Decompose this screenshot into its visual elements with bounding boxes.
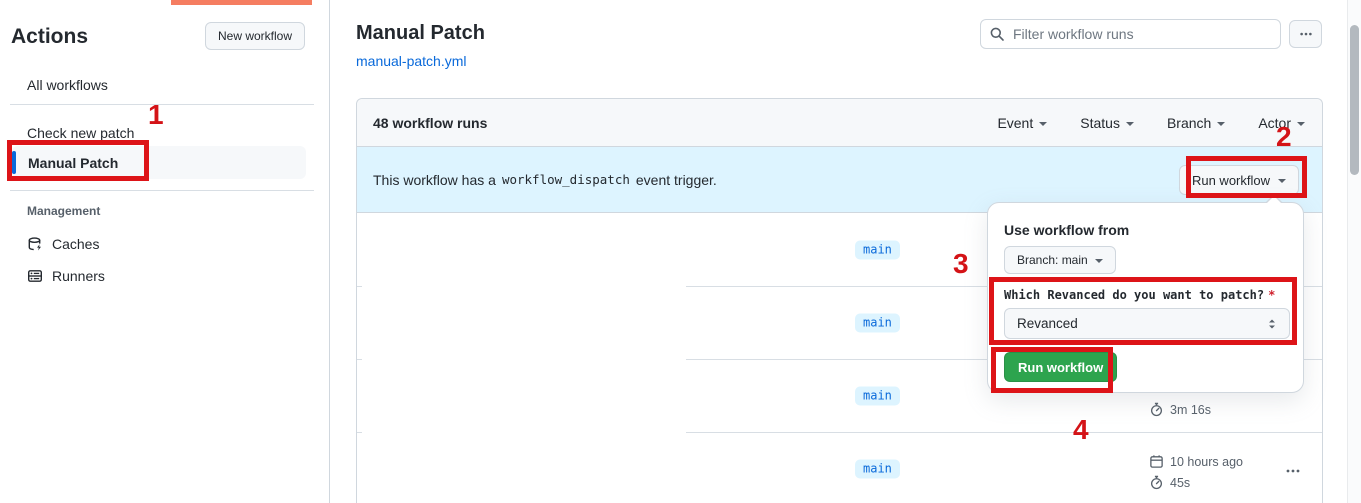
scrollbar-thumb[interactable] — [1350, 25, 1359, 175]
chevron-down-icon — [1217, 121, 1226, 126]
sidebar-item-manual-patch[interactable]: Manual Patch — [12, 146, 306, 179]
required-asterisk: * — [1268, 288, 1276, 302]
runs-list-header: 48 workflow runs Event Status Branch Act… — [357, 99, 1322, 147]
run-date: 10 hours ago — [1149, 454, 1243, 469]
workflow-file-link[interactable]: manual-patch.yml — [356, 53, 467, 69]
stopwatch-icon — [1150, 402, 1163, 417]
scrollbar-track[interactable] — [1347, 0, 1361, 503]
new-workflow-button[interactable]: New workflow — [205, 22, 306, 50]
calendar-icon — [1150, 455, 1163, 468]
chevron-down-icon — [1297, 121, 1305, 126]
annotation-top-bar — [171, 0, 312, 5]
sidebar-item-label: Manual Patch — [28, 154, 119, 171]
popover-header: Use workflow from — [1004, 222, 1130, 238]
branch-badge[interactable]: main — [855, 459, 900, 478]
sidebar-item-label: Runners — [52, 268, 105, 284]
redacted-run-titles-area — [362, 214, 686, 503]
banner-text: event trigger. — [635, 171, 717, 188]
branch-filter-button[interactable]: Branch — [1167, 115, 1226, 131]
active-item-indicator — [12, 151, 16, 174]
sidebar-item-caches[interactable]: Caches — [27, 236, 99, 252]
run-meta: 10 hours ago 45s — [1149, 454, 1243, 490]
kebab-horizontal-icon — [1286, 469, 1300, 473]
run-options-button[interactable] — [1283, 461, 1303, 484]
annotation-number-1: 1 — [148, 99, 164, 130]
annotation-number-2: 2 — [1276, 121, 1292, 152]
search-icon — [990, 27, 1004, 41]
filter-workflow-runs — [980, 19, 1281, 49]
chevron-down-icon — [1039, 121, 1048, 126]
branch-select-button[interactable]: Branch: main — [1004, 246, 1116, 274]
workflow-dispatch-banner: This workflow has a workflow_dispatch ev… — [357, 147, 1322, 213]
server-icon — [28, 270, 43, 282]
branch-badge[interactable]: main — [855, 240, 900, 259]
sidebar-divider-top — [10, 104, 314, 105]
sidebar-item-check-new-patch[interactable]: Check new patch — [27, 125, 135, 141]
sidebar-item-label: Caches — [52, 236, 100, 252]
sidebar-item-runners[interactable]: Runners — [27, 268, 105, 284]
filter-workflow-runs-input[interactable] — [980, 19, 1281, 49]
run-workflow-submit-button[interactable]: Run workflow — [1004, 352, 1118, 382]
branch-badge[interactable]: main — [855, 313, 900, 333]
chevron-down-icon — [1125, 121, 1134, 126]
sidebar-title: Actions — [11, 25, 89, 48]
event-filter-button[interactable]: Event — [997, 115, 1048, 131]
workflow-options-button[interactable] — [1289, 20, 1322, 48]
stopwatch-icon — [1150, 475, 1163, 490]
runs-filters: Event Status Branch Actor — [997, 115, 1305, 131]
management-section-label: Management — [27, 204, 101, 218]
sidebar-divider-bottom — [10, 190, 314, 191]
run-duration: 3m 16s — [1149, 402, 1211, 417]
banner-code: workflow_dispatch — [501, 172, 630, 187]
branch-badge[interactable]: main — [855, 386, 900, 406]
run-workflow-dropdown-button[interactable]: Run workflow — [1178, 165, 1299, 195]
select-arrows-icon — [1269, 319, 1275, 328]
revanced-select[interactable]: Revanced — [1004, 308, 1290, 339]
status-filter-button[interactable]: Status — [1080, 115, 1134, 131]
workflow-title: Manual Patch — [356, 22, 485, 44]
actor-filter-button[interactable]: Actor — [1258, 115, 1305, 131]
actions-sidebar: Actions New workflow All workflows Check… — [0, 0, 330, 503]
kebab-horizontal-icon — [1299, 32, 1312, 36]
cache-icon — [28, 237, 41, 251]
workflow-input-label: Which Revanced do you want to patch?* — [1004, 288, 1276, 302]
chevron-down-icon — [1094, 259, 1103, 263]
run-duration: 45s — [1149, 475, 1243, 490]
sidebar-item-all-workflows[interactable]: All workflows — [27, 77, 108, 93]
chevron-down-icon — [1278, 179, 1286, 183]
annotation-number-4: 4 — [1073, 414, 1089, 445]
run-workflow-popover: Use workflow from Branch: main Which Rev… — [987, 194, 1304, 393]
runs-count: 48 workflow runs — [373, 114, 488, 131]
annotation-number-3: 3 — [953, 248, 969, 279]
banner-text: This workflow has a — [373, 171, 496, 188]
